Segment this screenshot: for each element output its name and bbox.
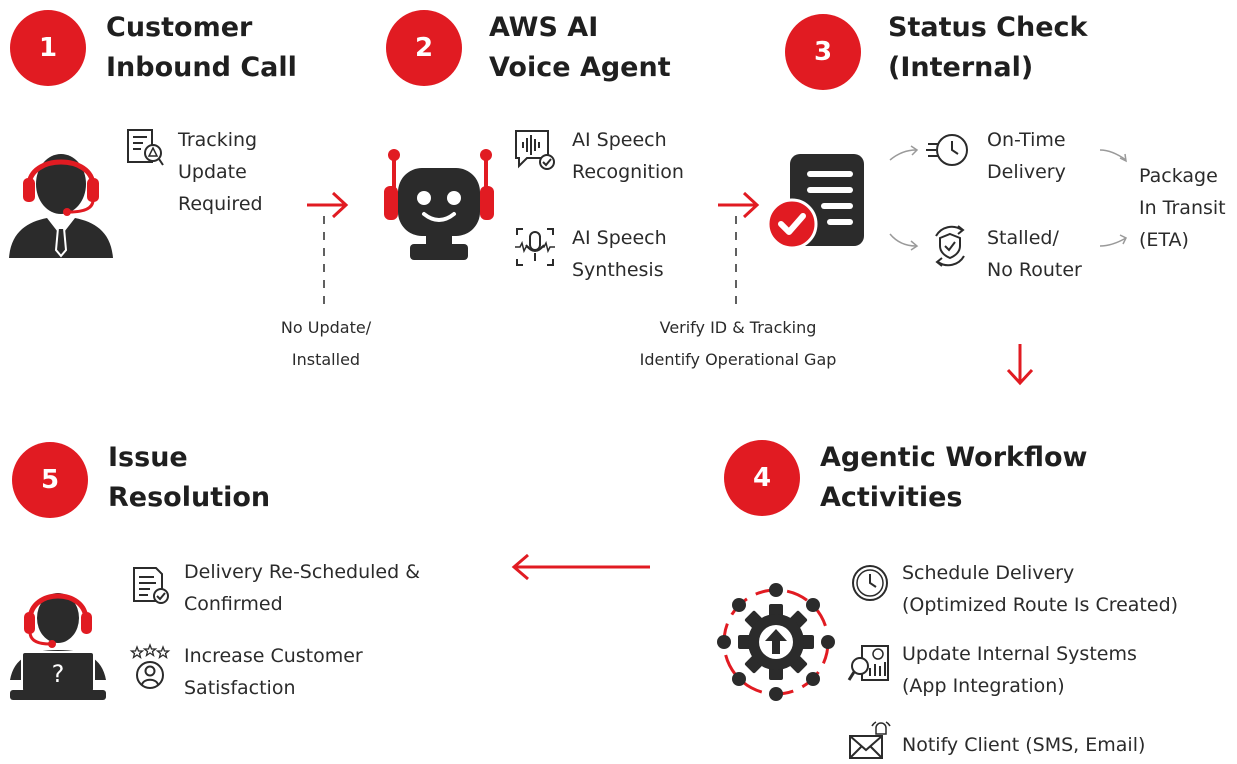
step-1-number: 1: [38, 33, 58, 63]
step-4-title: Agentic Workflow Activities: [820, 442, 1088, 513]
step-5-item-1: Delivery Re-Scheduled & Confirmed: [184, 561, 421, 615]
step-2-badge: 2: [386, 10, 462, 86]
clock-icon: [852, 565, 888, 601]
step-3-branch-1: On-Time Delivery: [987, 129, 1066, 183]
step-2-note: Verify ID & Tracking Identify Operationa…: [639, 318, 837, 369]
mail-notification-icon: [849, 721, 891, 759]
step-2-item-1: AI Speech Recognition: [572, 129, 684, 183]
shield-refresh-icon: [935, 225, 965, 267]
call-center-agent-icon: [9, 154, 113, 258]
document-check-icon: [766, 154, 864, 250]
result-arrow-up: [1099, 149, 1127, 163]
step-3-result: Package In Transit (ETA): [1139, 165, 1226, 251]
fast-clock-icon: [926, 134, 968, 166]
support-agent-laptop-icon: ?: [10, 593, 106, 700]
arrow-step1-to-step2: [307, 191, 349, 219]
step-2-number: 2: [414, 33, 434, 63]
customer-satisfaction-icon: [129, 643, 171, 689]
step-4-badge: 4: [724, 440, 800, 516]
arrow-step3-to-step4: [1006, 344, 1034, 386]
step-4-item-3: Notify Client (SMS, Email): [902, 734, 1146, 756]
step-1-title: Customer Inbound Call: [106, 12, 297, 83]
step-5-title: Issue Resolution: [108, 442, 271, 513]
step-5-item-2: Increase Customer Satisfaction: [184, 645, 363, 699]
step-5-number: 5: [40, 465, 60, 495]
step-3-title: Status Check (Internal): [888, 12, 1088, 83]
dashed-connector-2: [735, 216, 737, 306]
step-5-badge: 5: [12, 442, 88, 518]
speech-synthesis-icon: [515, 228, 555, 266]
arrow-step2-to-step3: [718, 191, 760, 219]
workflow-gear-icon: [717, 583, 835, 701]
tracking-document-icon: [127, 129, 164, 166]
speech-recognition-icon: [515, 130, 555, 170]
step-4-item-1: Schedule Delivery (Optimized Route Is Cr…: [902, 562, 1179, 616]
step-1-badge: 1: [10, 10, 86, 86]
arrow-step4-to-step5: [511, 553, 650, 581]
step-2-item-2: AI Speech Synthesis: [572, 227, 667, 281]
report-analysis-icon: [847, 645, 889, 681]
step-4-number: 4: [752, 463, 772, 493]
step-2-title: AWS AI Voice Agent: [489, 12, 671, 83]
step-1-item: Tracking Update Required: [178, 129, 263, 215]
step-3-number: 3: [813, 37, 833, 67]
step-3-badge: 3: [785, 14, 861, 90]
confirmed-document-icon: [133, 567, 169, 604]
svg-text:?: ?: [52, 660, 65, 688]
step-3-branch-2: Stalled/ No Router: [987, 227, 1082, 281]
robot-icon: [384, 149, 494, 260]
branch-arrow-up: [889, 145, 919, 161]
step-4-item-2: Update Internal Systems (App Integration…: [902, 643, 1137, 697]
step-1-note: No Update/ Installed: [280, 318, 372, 369]
dashed-connector-1: [323, 216, 325, 306]
branch-arrow-down: [889, 233, 919, 251]
result-arrow-down: [1099, 234, 1128, 247]
